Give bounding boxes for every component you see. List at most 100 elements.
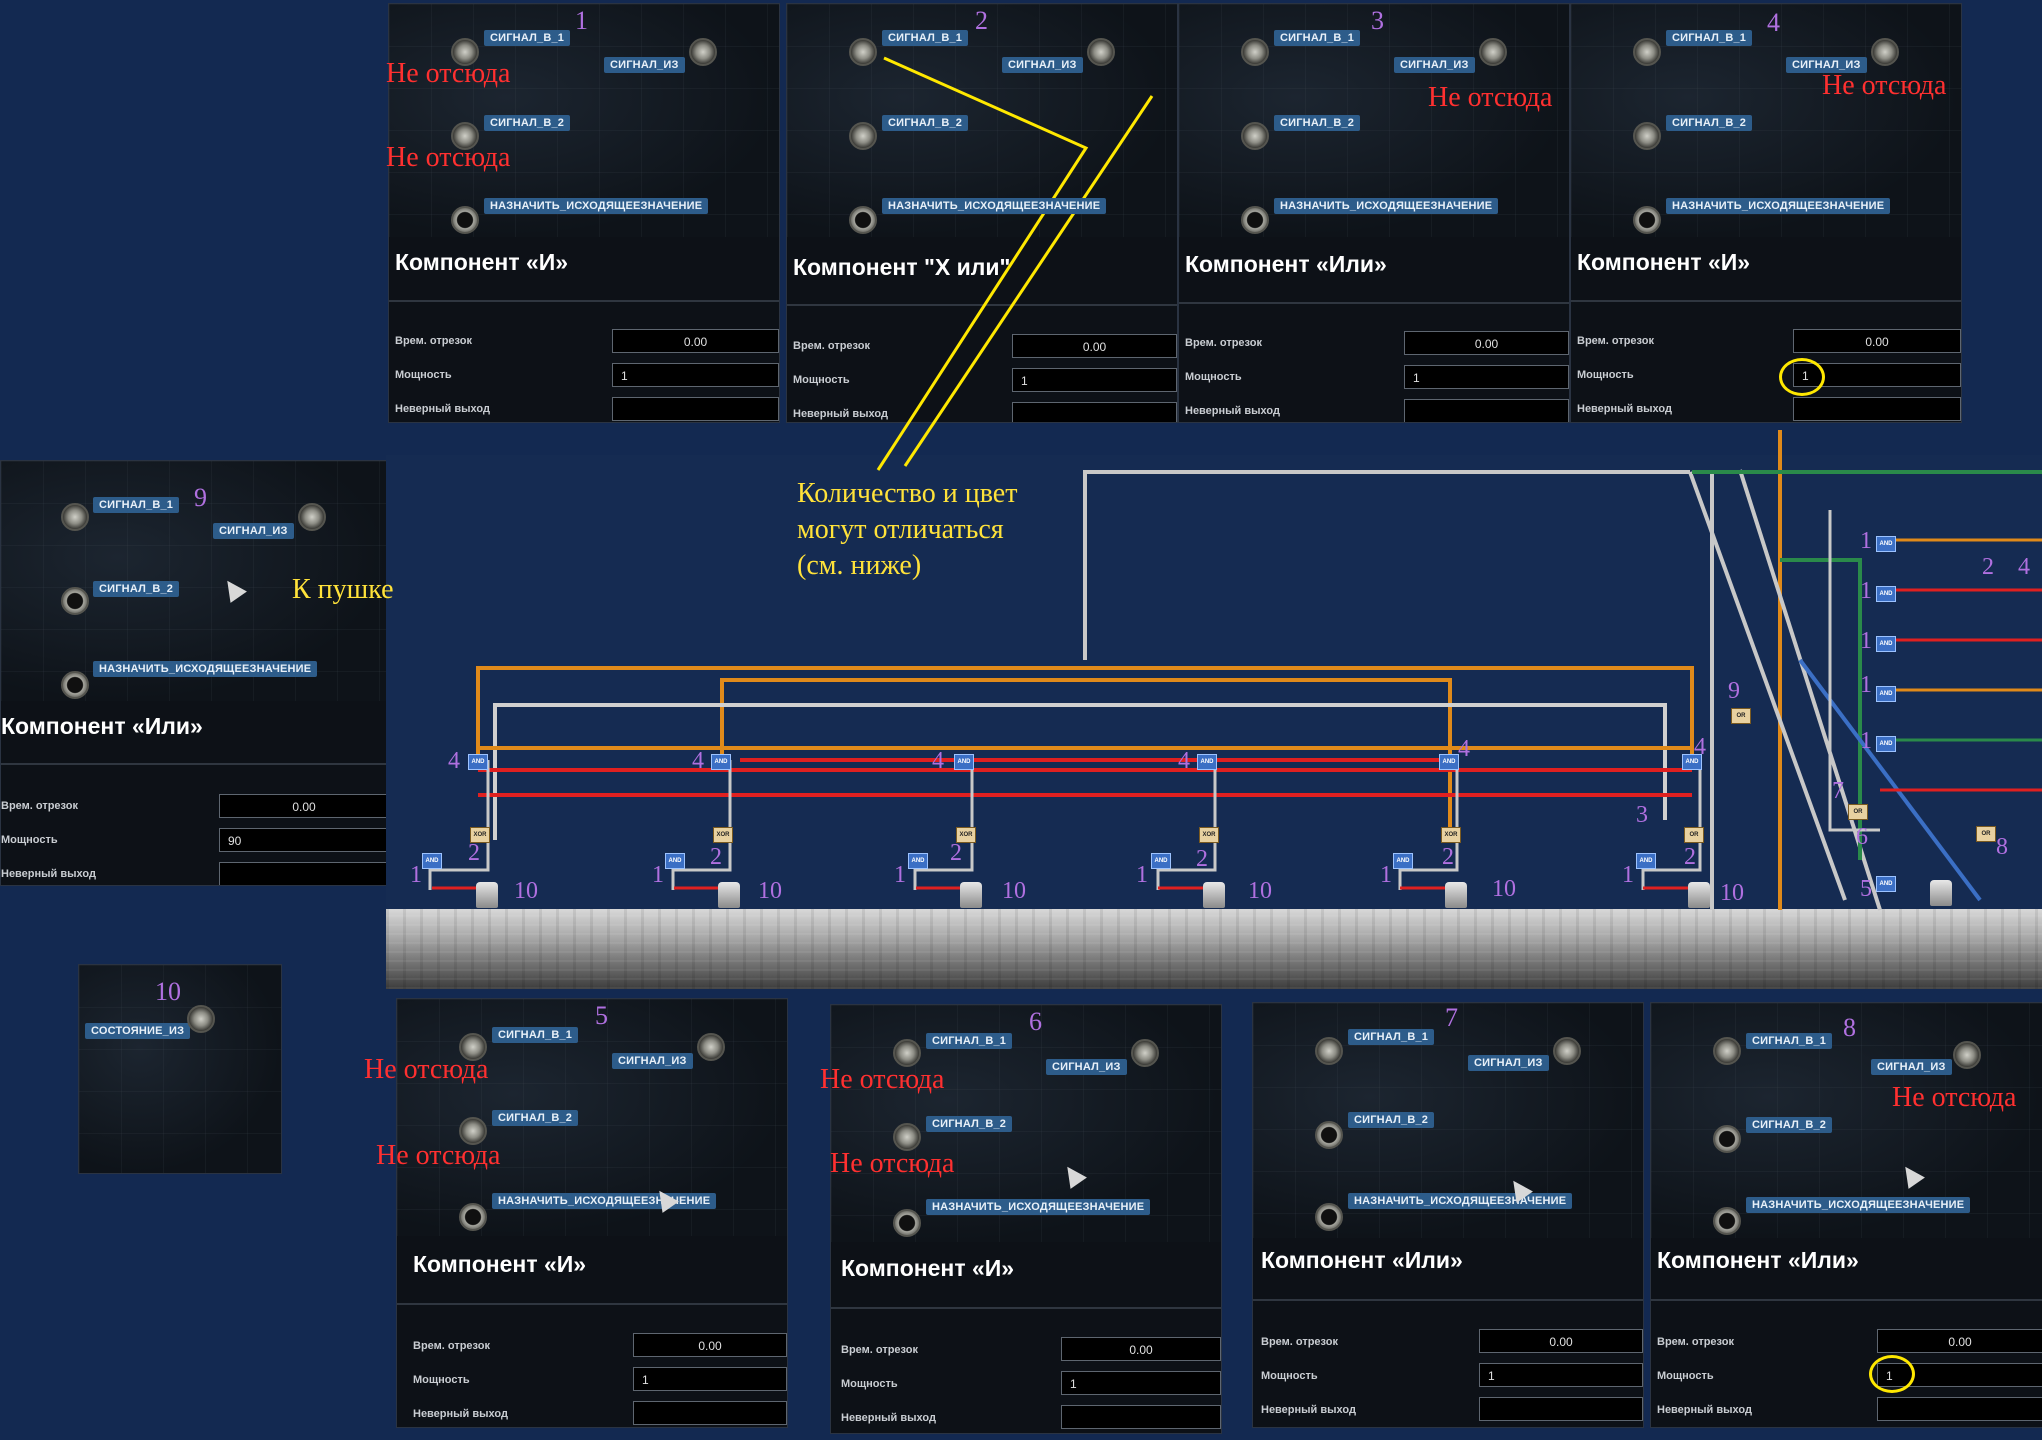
signal-in-1-connector[interactable] [1241,38,1269,66]
signal-in-1-connector[interactable] [1315,1037,1343,1065]
wrong-output-field[interactable] [1404,399,1569,422]
signal-out-label: СИГНАЛ_ИЗ [612,1053,693,1069]
turret-base [476,882,498,908]
map-number: 4 [2018,554,2030,580]
and-gate[interactable]: AND [468,754,488,770]
signal-in-2-connector[interactable] [451,122,479,150]
signal-in-1-connector[interactable] [849,38,877,66]
signal-in-1-connector[interactable] [451,38,479,66]
pin-area [79,965,281,1173]
signal-in-1-label: СИГНАЛ_В_1 [484,30,571,46]
annotation-not-from-here: Не отсюда [830,1148,955,1179]
and-gate[interactable]: AND [422,853,442,869]
and-gate[interactable]: AND [711,754,731,770]
signal-in-2-connector[interactable] [1713,1125,1741,1153]
signal-in-1-connector[interactable] [1633,38,1661,66]
and-gate[interactable]: AND [1876,586,1896,602]
time-field[interactable]: 0.00 [633,1333,787,1357]
time-field[interactable]: 0.00 [1404,331,1569,355]
time-field[interactable]: 0.00 [612,329,779,353]
wrong-output-field[interactable] [612,397,779,421]
state-out-connector[interactable] [187,1005,215,1033]
time-field[interactable]: 0.00 [219,794,389,818]
time-field[interactable]: 0.00 [1877,1329,2042,1353]
signal-out-connector[interactable] [1553,1037,1581,1065]
xor-gate[interactable]: XOR [713,827,733,843]
signal-out-connector[interactable] [1871,38,1899,66]
or-gate[interactable]: OR [1848,804,1868,820]
and-gate[interactable]: AND [1876,876,1896,892]
map-number: 1 [894,862,906,888]
set-output-connector[interactable] [1241,206,1269,234]
power-field[interactable]: 1 [1061,1371,1221,1395]
set-output-connector[interactable] [451,206,479,234]
wrong-output-field[interactable] [1012,402,1177,422]
wrong-output-field[interactable] [219,862,389,885]
and-gate[interactable]: AND [1636,853,1656,869]
or-gate[interactable]: OR [1976,826,1996,842]
signal-out-connector[interactable] [1479,38,1507,66]
signal-out-connector[interactable] [697,1033,725,1061]
wrong-output-field[interactable] [1877,1397,2042,1421]
wrong-output-field[interactable] [1479,1397,1643,1421]
and-gate[interactable]: AND [1393,853,1413,869]
signal-in-1-connector[interactable] [61,503,89,531]
set-output-connector[interactable] [1633,206,1661,234]
power-field[interactable]: 1 [1404,365,1569,389]
map-number: 1 [1860,728,1872,754]
signal-in-2-connector[interactable] [459,1117,487,1145]
map-number: 1 [1860,672,1872,698]
and-gate[interactable]: AND [1876,736,1896,752]
signal-out-connector[interactable] [1953,1041,1981,1069]
wrong-output-field[interactable] [1793,397,1961,421]
signal-in-1-connector[interactable] [893,1039,921,1067]
wrong-output-field[interactable] [633,1401,787,1425]
and-gate[interactable]: AND [1876,536,1896,552]
or-gate[interactable]: OR [1684,827,1704,843]
and-gate[interactable]: AND [1197,754,1217,770]
or-gate[interactable]: OR [1731,708,1751,724]
set-output-connector[interactable] [1315,1203,1343,1231]
map-number: 2 [1982,554,1994,580]
signal-in-1-connector[interactable] [459,1033,487,1061]
time-field[interactable]: 0.00 [1793,329,1961,353]
power-field[interactable]: 1 [633,1367,787,1391]
signal-in-2-connector[interactable] [1633,122,1661,150]
power-field[interactable]: 90 [219,828,389,852]
time-field[interactable]: 0.00 [1061,1337,1221,1361]
and-gate[interactable]: AND [908,853,928,869]
and-gate[interactable]: AND [1439,754,1459,770]
signal-out-connector[interactable] [1087,38,1115,66]
xor-gate[interactable]: XOR [1441,827,1461,843]
power-field[interactable]: 1 [1479,1363,1643,1387]
xor-gate[interactable]: XOR [1199,827,1219,843]
map-number: 6 [1856,824,1868,850]
set-output-connector[interactable] [849,206,877,234]
signal-out-connector[interactable] [1131,1039,1159,1067]
signal-in-2-connector[interactable] [1315,1121,1343,1149]
and-gate[interactable]: AND [665,853,685,869]
power-field[interactable]: 1 [612,363,779,387]
wrong-output-field[interactable] [1061,1405,1221,1429]
power-field[interactable]: 1 [1012,368,1177,392]
time-field[interactable]: 0.00 [1012,334,1177,358]
signal-in-2-connector[interactable] [893,1123,921,1151]
set-output-connector[interactable] [61,671,89,699]
set-output-connector[interactable] [459,1203,487,1231]
signal-out-connector[interactable] [298,503,326,531]
set-output-connector[interactable] [1713,1207,1741,1235]
set-output-connector[interactable] [893,1209,921,1237]
and-gate[interactable]: AND [1151,853,1171,869]
and-gate[interactable]: AND [1876,636,1896,652]
signal-in-2-connector[interactable] [1241,122,1269,150]
time-field[interactable]: 0.00 [1479,1329,1643,1353]
signal-in-2-connector[interactable] [61,587,89,615]
map-number: 4 [1178,748,1190,774]
and-gate[interactable]: AND [1876,686,1896,702]
divider [389,300,779,302]
signal-in-2-connector[interactable] [849,122,877,150]
signal-in-1-connector[interactable] [1713,1037,1741,1065]
map-number: 1 [1622,862,1634,888]
signal-out-connector[interactable] [689,38,717,66]
and-gate[interactable]: AND [954,754,974,770]
